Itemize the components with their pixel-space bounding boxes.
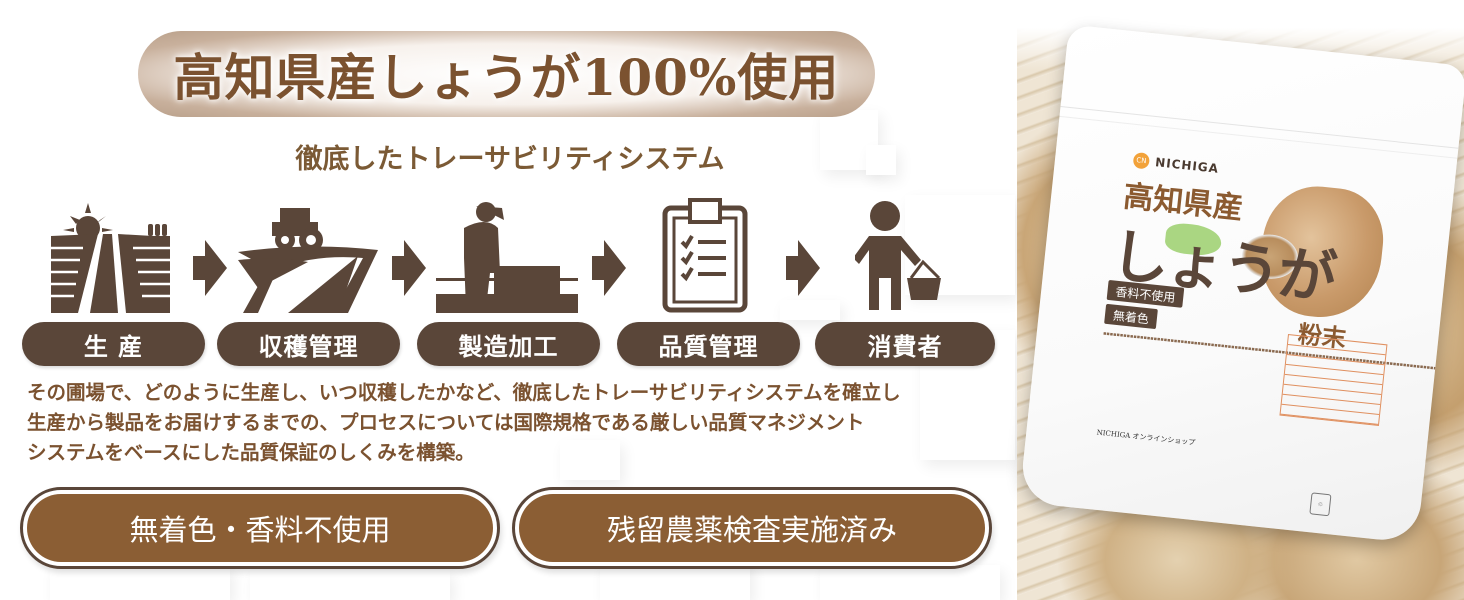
bg-square bbox=[820, 565, 1000, 600]
farm-field-icon bbox=[51, 203, 170, 313]
step-label-quality-control: 品質管理 bbox=[617, 322, 800, 366]
bg-square bbox=[866, 145, 896, 175]
description-line: システムをベースにした品質保証のしくみを構築。 bbox=[27, 441, 475, 464]
bg-square bbox=[780, 300, 840, 320]
bg-square bbox=[250, 570, 450, 600]
subtitle: 徹底したトレーサビリティシステム bbox=[295, 144, 725, 175]
description-text: その圃場で、どのように生産し、いつ収穫したかなど、徹底したトレーサビリティシステ… bbox=[27, 378, 1007, 468]
step-label-manufacturing: 製造加工 bbox=[417, 322, 600, 366]
product-tag: 無着色 bbox=[1104, 303, 1158, 330]
nutrition-table bbox=[1279, 333, 1388, 426]
headline-text: 高知県産しょうが100%使用 bbox=[173, 48, 840, 107]
arrow-right-icon bbox=[392, 240, 426, 296]
badge-no-coloring-no-flavoring: 無着色・香料不使用 bbox=[20, 487, 500, 569]
product-pouch: CN NICHIGA 高知県産 しょうが 香料不使用 無着色 粉末 ▪▪▪▪▪▪… bbox=[1019, 24, 1464, 544]
tractor-field-icon bbox=[238, 208, 378, 313]
clipboard-checklist-icon bbox=[662, 198, 748, 313]
step-label-consumer: 消費者 bbox=[815, 322, 995, 366]
brand-name: NICHIGA bbox=[1154, 155, 1220, 176]
product-footer-text: NICHIGA オンラインショップ bbox=[1096, 428, 1196, 447]
arrow-right-icon bbox=[786, 240, 820, 296]
brand-logo-icon: CN bbox=[1132, 151, 1151, 170]
badge-pesticide-tested: 残留農薬検査実施済み bbox=[512, 487, 992, 569]
badge-text: 残留農薬検査実施済み bbox=[519, 494, 985, 562]
description-line: その圃場で、どのように生産し、いつ収穫したかなど、徹底したトレーサビリティシステ… bbox=[27, 381, 901, 404]
step-label-harvest-management: 収穫管理 bbox=[217, 322, 400, 366]
arrow-right-icon bbox=[193, 240, 227, 296]
recycle-mark-icon: ♲ bbox=[1309, 492, 1332, 517]
headline-banner: 高知県産しょうが100%使用 bbox=[138, 31, 875, 117]
step-label-production: 生 産 bbox=[22, 322, 205, 366]
bg-square bbox=[560, 440, 620, 480]
badge-text: 無着色・香料不使用 bbox=[27, 494, 493, 562]
arrow-right-icon bbox=[592, 240, 626, 296]
consumer-with-basket-icon bbox=[855, 201, 941, 310]
product-fine-print: ▪▪▪▪▪▪▪▪▪▪▪▪▪▪▪▪▪▪▪▪▪▪▪▪▪▪▪▪▪▪▪▪▪▪▪▪▪▪▪▪… bbox=[1102, 330, 1464, 384]
bg-square bbox=[50, 565, 230, 600]
description-line: 生産から製品をお届けするまでの、プロセスについては国際規格である厳しい品質マネジ… bbox=[27, 411, 865, 434]
worker-processing-icon bbox=[436, 202, 578, 313]
